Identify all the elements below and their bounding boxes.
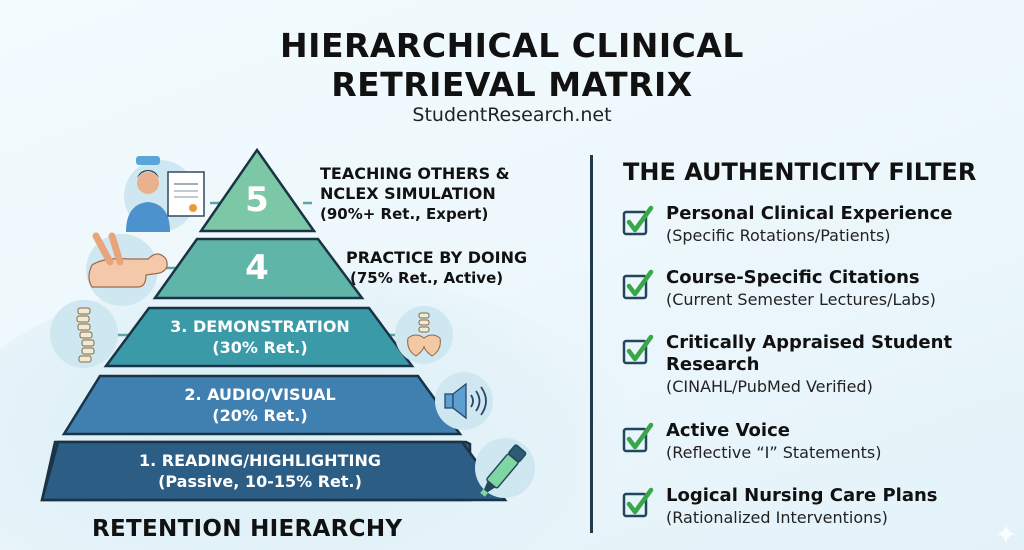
filter-item-title-continued: Research (666, 354, 760, 375)
tier-1-title: 1. READING/HIGHLIGHTING (139, 451, 381, 470)
highlighter-icon (475, 438, 535, 498)
tier-2-retention: (20% Ret.) (212, 406, 308, 425)
speaker-icon (435, 372, 493, 430)
tier-2-shape (61, 374, 463, 436)
tier-5-shape (198, 147, 317, 233)
retention-pyramid (40, 147, 535, 502)
filter-title: THE AUTHENTICITY FILTER (623, 158, 977, 186)
filter-item: Critically Appraised Student Research (C… (622, 332, 1022, 397)
tier-2-label: 2. AUDIO/VISUAL (20% Ret.) (130, 384, 390, 426)
checkbox-checked-icon (622, 422, 654, 453)
page-title: HIERARCHICAL CLINICAL RETRIEVAL MATRIX (0, 26, 1024, 104)
sparkle-icon (996, 524, 1016, 544)
tier-3-retention: (30% Ret.) (212, 338, 308, 357)
filter-item-title: Course-Specific Citations (666, 267, 920, 288)
filter-item-title: Active Voice (666, 420, 790, 441)
spine-icon (50, 300, 118, 368)
tier-4-label: PRACTICE BY DOING (75% Ret., Active) (346, 248, 527, 288)
filter-item-subtitle: (CINAHL/PubMed Verified) (666, 377, 873, 396)
tier-3-shape (103, 306, 415, 368)
filter-item-subtitle: (Current Semester Lectures/Labs) (666, 290, 936, 309)
filter-item-subtitle: (Rationalized Interventions) (666, 508, 888, 527)
tier-3-label: 3. DEMONSTRATION (30% Ret.) (130, 316, 390, 358)
pyramid-caption: RETENTION HIERARCHY (92, 516, 403, 542)
tier-5-number: 5 (245, 180, 269, 220)
filter-item: Logical Nursing Care Plans (Rationalized… (622, 485, 1022, 528)
filter-item-title: Personal Clinical Experience (666, 203, 953, 224)
filter-item-subtitle: (Reflective “I” Statements) (666, 443, 882, 462)
filter-item-subtitle: (Specific Rotations/Patients) (666, 226, 891, 245)
filter-item-title: Critically Appraised Student (666, 332, 953, 353)
tier-1-label: 1. READING/HIGHLIGHTING (Passive, 10-15%… (100, 450, 420, 492)
tier-3-title: 3. DEMONSTRATION (170, 317, 350, 336)
tier-5-retention: (90%+ Ret., Expert) (320, 205, 489, 223)
tier-1-retention: (Passive, 10-15% Ret.) (158, 472, 362, 491)
pelvis-icon (395, 306, 453, 364)
checkbox-checked-icon (622, 205, 654, 236)
checkbox-checked-icon (622, 487, 654, 518)
cpr-manikin-icon (86, 232, 168, 306)
title-line-2: RETRIEVAL MATRIX (331, 65, 693, 104)
filter-item: Active Voice (Reflective “I” Statements) (622, 420, 1022, 463)
tier-2-title: 2. AUDIO/VISUAL (184, 385, 336, 404)
tier-4-retention: (75% Ret., Active) (350, 269, 504, 287)
title-line-1: HIERARCHICAL CLINICAL (280, 26, 744, 65)
filter-item: Personal Clinical Experience (Specific R… (622, 203, 1022, 246)
nurse-certificate-icon (124, 156, 205, 232)
filter-item: Course-Specific Citations (Current Semes… (622, 267, 1022, 310)
section-divider (590, 155, 593, 533)
tier-5-label: TEACHING OTHERS & NCLEX SIMULATION (90%+… (320, 164, 510, 224)
checkbox-checked-icon (622, 334, 654, 365)
tier-4-number: 4 (245, 248, 269, 288)
tier-4-title: PRACTICE BY DOING (346, 248, 528, 267)
site-subtitle: StudentResearch.net (412, 104, 612, 126)
checkbox-checked-icon (622, 269, 654, 300)
tier-5-title-2: NCLEX SIMULATION (320, 184, 496, 203)
tier-4-shape (152, 237, 365, 300)
filter-item-title: Logical Nursing Care Plans (666, 485, 938, 506)
tier-5-title-1: TEACHING OTHERS & (320, 164, 510, 183)
